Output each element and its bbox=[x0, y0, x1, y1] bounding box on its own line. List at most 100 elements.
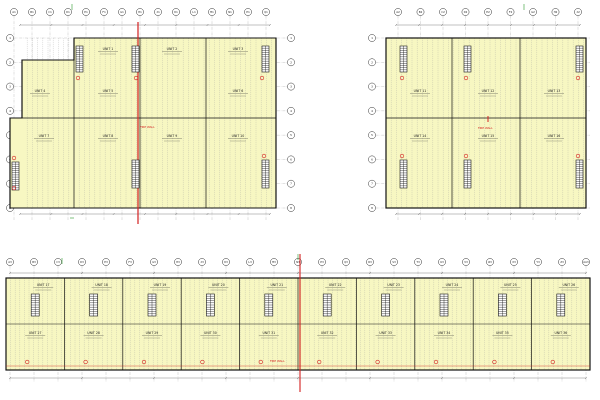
dimension-tick bbox=[19, 213, 21, 215]
fire-extinguisher-marker bbox=[550, 359, 555, 365]
grid-bubble bbox=[6, 107, 14, 115]
unit-label: UNIT 30 bbox=[204, 331, 217, 335]
grid-bubble-label: S3 bbox=[392, 260, 396, 264]
unit-label: UNIT 27 bbox=[29, 331, 42, 335]
grid-bubble bbox=[78, 258, 86, 266]
grid-bubble bbox=[244, 8, 252, 16]
fire-extinguisher-marker bbox=[11, 155, 17, 161]
grid-bubble-label: 4 bbox=[9, 109, 11, 113]
grid-bubble bbox=[100, 8, 108, 16]
dimension-tick bbox=[487, 24, 489, 26]
unit-label: UNIT 24 bbox=[446, 283, 459, 287]
grid-bubble bbox=[368, 82, 376, 91]
fire-extinguisher-marker bbox=[399, 153, 405, 159]
dimension-tick bbox=[206, 213, 209, 215]
grid-bubble-label: P3 bbox=[320, 260, 324, 264]
unit-label: UNIT 20 bbox=[212, 283, 225, 287]
grid-bubble-label: 4 bbox=[371, 109, 373, 113]
building-outline bbox=[385, 37, 587, 209]
grid-bubble bbox=[6, 82, 14, 91]
grid-bubble-label: 3 bbox=[9, 85, 11, 89]
unit-label: UNIT 7 bbox=[39, 134, 50, 138]
grid-bubble bbox=[287, 179, 295, 188]
grid-bubble bbox=[46, 8, 54, 16]
fire-extinguisher-marker bbox=[575, 153, 581, 159]
dimension-tick bbox=[510, 24, 512, 26]
building-outline-edge bbox=[385, 37, 587, 209]
grid-bubble-label: D3 bbox=[80, 260, 84, 264]
grid-bubble-label: F2 bbox=[509, 10, 513, 14]
grid-bubble bbox=[6, 34, 14, 42]
dimension-tick bbox=[579, 213, 581, 215]
fire-extinguisher-marker bbox=[261, 153, 267, 159]
grid-bubble bbox=[287, 34, 295, 42]
fire-extinguisher-marker bbox=[492, 359, 497, 365]
grid-bubble bbox=[126, 258, 134, 266]
grid-bubble bbox=[28, 8, 36, 16]
fire-extinguisher-marker bbox=[141, 359, 147, 365]
unit-label: UNIT 12 bbox=[482, 89, 495, 93]
fire-wall-note: FIRE WALL bbox=[478, 126, 493, 130]
dimension-tick bbox=[81, 377, 83, 379]
grid-bubble-label: J3 bbox=[200, 260, 204, 264]
grid-bubble-label: 4 bbox=[290, 109, 292, 113]
grid-bubble bbox=[390, 258, 398, 266]
grid-bubble bbox=[574, 8, 582, 16]
grid-bubble bbox=[368, 58, 376, 67]
fire-extinguisher-marker bbox=[259, 75, 265, 81]
dimension-tick bbox=[369, 377, 371, 379]
grid-bubble bbox=[368, 179, 376, 188]
grid-bubble-label: A2 bbox=[396, 10, 400, 14]
dimension-tick bbox=[9, 272, 11, 274]
grid-bubble bbox=[486, 258, 494, 266]
grid-bubble-label: 1 bbox=[371, 36, 373, 40]
grid-bubble bbox=[342, 258, 350, 266]
grid-bubble-label: Q1 bbox=[264, 10, 268, 14]
grid-bubble-label: G3 bbox=[152, 260, 156, 264]
grid-bubble-label: C1 bbox=[48, 10, 52, 14]
unit-label: UNIT 9 bbox=[167, 134, 178, 138]
grid-bubble-label: H3 bbox=[176, 260, 180, 264]
grid-bubble-label: Y3 bbox=[536, 260, 540, 264]
grid-bubble-label: Q3 bbox=[344, 260, 348, 264]
unit-label: UNIT 23 bbox=[387, 283, 400, 287]
grid-bubble bbox=[154, 8, 162, 16]
grid-bubble-label: P1 bbox=[246, 10, 250, 14]
grid-bubble-label: 5 bbox=[371, 133, 373, 137]
grid-bubble bbox=[287, 107, 295, 115]
unit-label: UNIT 26 bbox=[562, 283, 575, 287]
grid-bubble bbox=[150, 258, 158, 266]
grid-bubble bbox=[558, 258, 566, 266]
unit-label: UNIT 36 bbox=[554, 331, 567, 335]
grid-bubble-label: D2 bbox=[464, 10, 468, 14]
grid-bubble bbox=[414, 258, 422, 266]
grid-bubble-label: 2 bbox=[290, 60, 292, 64]
grid-bubble-label: 7 bbox=[290, 182, 292, 186]
grid-bubble bbox=[198, 258, 206, 266]
fire-extinguisher-marker bbox=[399, 75, 405, 81]
dimension-tick bbox=[464, 24, 466, 26]
grid-bubble bbox=[529, 8, 537, 16]
top-left-floor-plan: A1B1C1D1E1F1G1H1J1K1L1M1N1P1Q11234567812… bbox=[6, 4, 295, 224]
dimension-tick bbox=[144, 213, 146, 215]
grid-bubble-label: N1 bbox=[228, 10, 232, 14]
grid-bubble-label: F1 bbox=[102, 10, 106, 14]
grid-bubble-label: F3 bbox=[128, 260, 132, 264]
unit-label: UNIT 19 bbox=[154, 283, 167, 287]
grid-bubble bbox=[136, 8, 144, 16]
dimension-tick bbox=[225, 272, 227, 274]
dimension-tick bbox=[81, 213, 84, 215]
fire-extinguisher-marker bbox=[258, 359, 263, 365]
unit-label: UNIT 2 bbox=[167, 47, 178, 51]
dimension-tick bbox=[464, 213, 466, 215]
grid-bubble bbox=[190, 8, 198, 16]
unit-label: UNIT 3 bbox=[233, 47, 244, 51]
grid-bubble bbox=[10, 8, 18, 16]
grid-bubble bbox=[262, 8, 270, 16]
dimension-tick bbox=[81, 24, 84, 26]
unit-label: UNIT 35 bbox=[496, 331, 509, 335]
grid-bubble bbox=[54, 258, 62, 266]
dimension-tick bbox=[585, 377, 587, 379]
fire-extinguisher-marker bbox=[463, 153, 469, 159]
